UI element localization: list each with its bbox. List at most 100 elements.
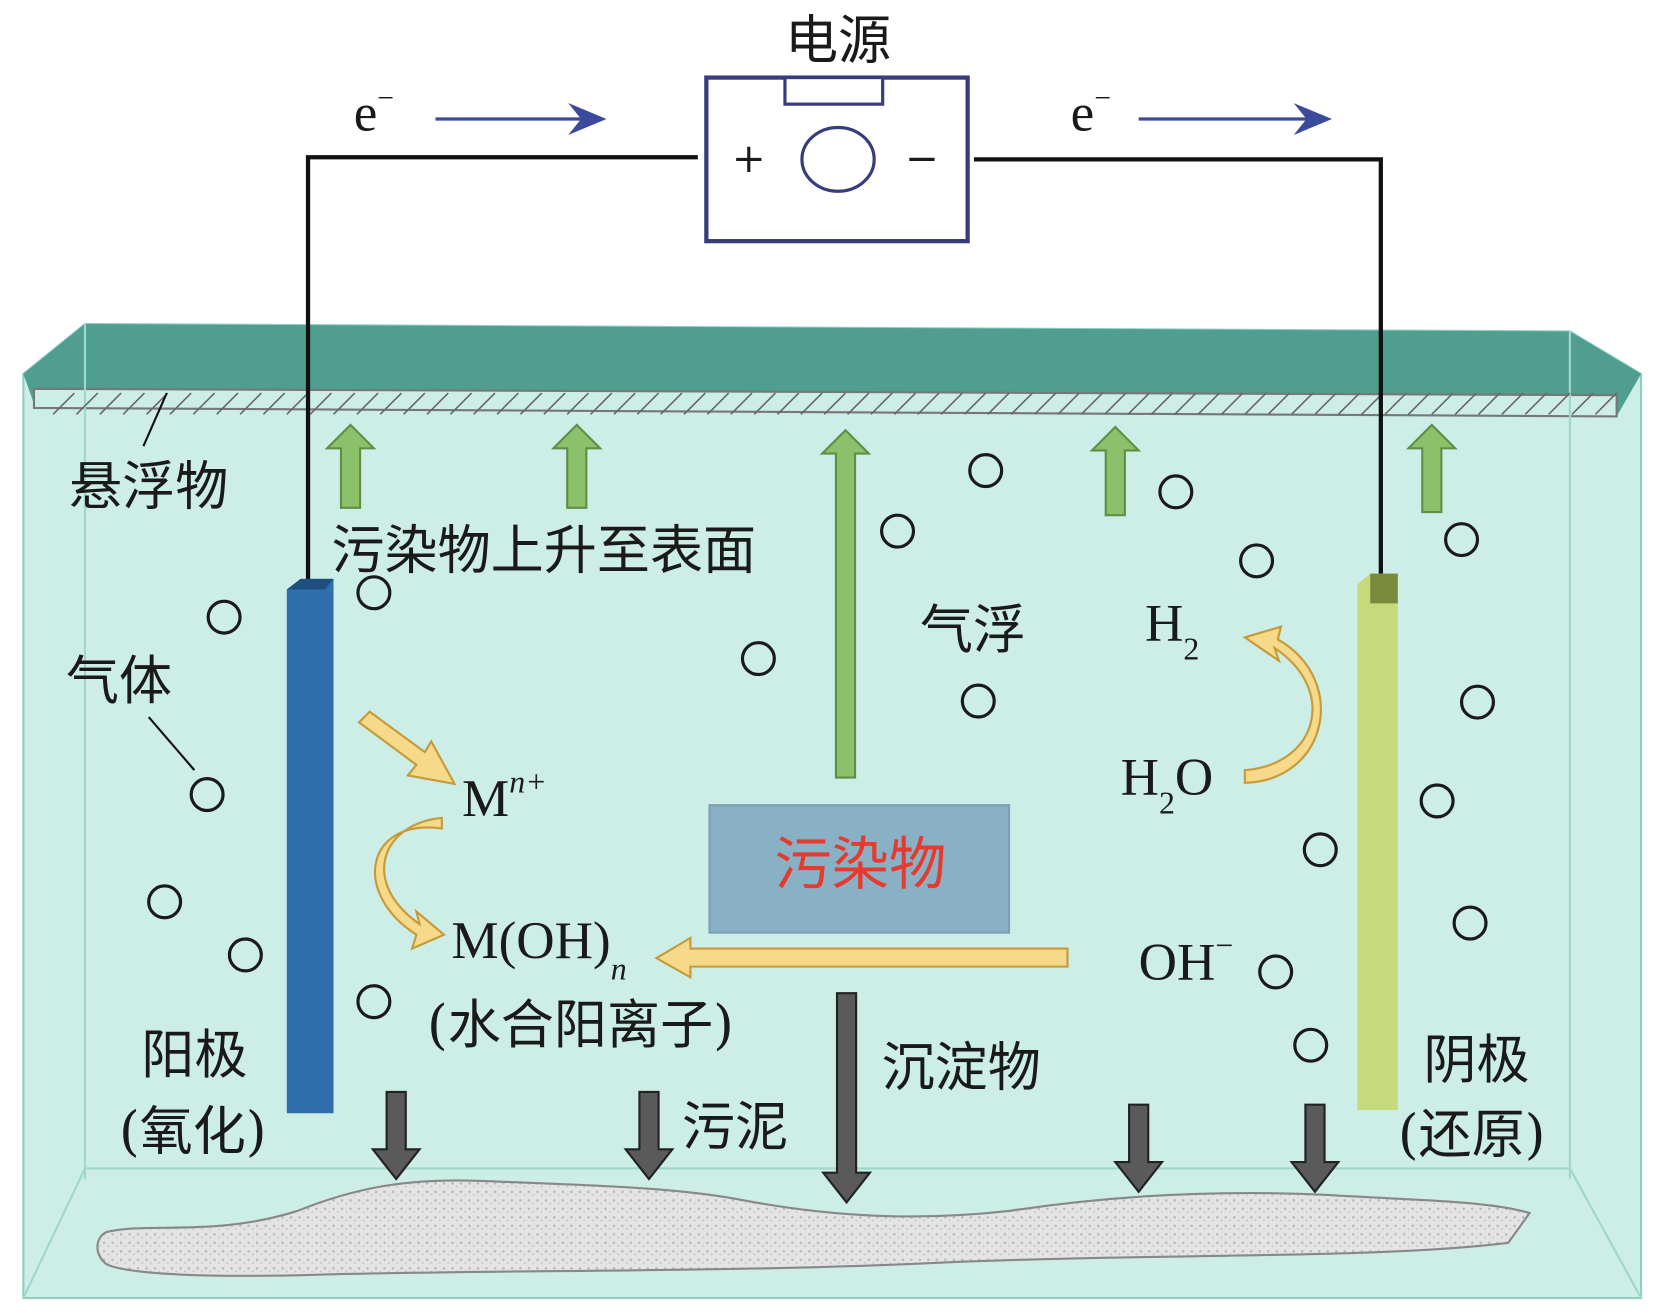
sludge-layer [96,1179,1532,1277]
gas-bubble [1452,905,1488,941]
cathode-wire [974,157,1383,606]
rising-arrow [819,428,872,779]
hatch-line [706,392,730,415]
hatch-line [426,392,449,415]
gas-bubble [1302,832,1338,868]
gas-bubble [1419,783,1455,819]
hatch-line [192,392,216,415]
gas-bubble [356,575,392,611]
cathode-label: 阴极 [1423,1029,1529,1091]
hatch-line [1477,392,1501,415]
gas-bubble [1444,522,1480,558]
rising-arrows [324,423,1458,779]
gas-bubble [880,513,916,549]
anode-label: 阳极 [141,1024,247,1086]
hatch-line [683,392,706,415]
hatch-line [1594,392,1618,415]
pollutant-box [708,804,1011,934]
power-source-label: 电源 [785,9,891,71]
hatch-line [543,392,566,415]
hatch-line [823,392,847,415]
settling-arrows [370,992,1341,1205]
sediment-label: 沉淀物 [882,1037,1041,1099]
hatch-line [1150,392,1174,415]
settling-arrow [370,1090,422,1181]
hatch-line [1337,392,1361,415]
hatch-line [1033,392,1057,415]
hatch-line [1057,392,1080,415]
hatch-line [216,392,239,415]
settling-arrow [623,1090,675,1181]
hatch-line [963,392,987,415]
gas-bubble [206,599,242,635]
anode-wire [305,155,698,606]
rising-arrow [1089,425,1142,517]
hatch-line [75,392,99,415]
hatch-line [356,392,379,415]
hatch-line [379,392,403,415]
hatch-line [566,392,590,415]
gas-label: 气体 [66,650,172,712]
gas-bubble [960,683,996,719]
hatch-line [1501,392,1524,415]
hydrogen-label: H2 [1145,595,1199,667]
hatch-line [403,392,426,415]
hatch-line [52,392,75,415]
hatch-line [449,392,473,415]
hatch-line [1220,392,1244,415]
gas-bubble [1258,954,1294,990]
hatch-line [1524,392,1548,415]
gas-bubbles [147,453,1496,1063]
hatch-line [1291,392,1314,415]
sludge-label: 污泥 [682,1096,788,1158]
hydroxide-flow-arrow [654,936,1069,980]
hatch-line [987,392,1010,415]
hatch-line [122,392,146,415]
hatch-line [1080,392,1104,415]
hatch-line [800,392,823,415]
suspended-pointer [142,392,168,447]
gas-bubble [740,641,776,677]
hatch-line [1431,392,1454,415]
hatch-line [1104,392,1127,415]
pollutant-label: 污染物 [774,831,946,898]
hatch-line [473,392,496,415]
hydrated-cation-label: (水合阳离子) [427,994,734,1056]
gas-bubble [356,984,392,1020]
hatch-line [1127,392,1150,415]
hatch-line [753,392,776,415]
hatch-line [262,392,286,415]
rising-arrow [550,423,603,509]
cathode-electrode [1357,573,1398,1111]
hatch-line [590,392,613,415]
hatch-line [1197,392,1220,415]
rising-arrow [1405,423,1458,514]
settling-arrow [821,992,873,1205]
electron-left-label: e− [354,81,394,142]
gas-bubble [1239,543,1275,579]
gas-pointer [147,716,196,771]
settling-arrow [1289,1103,1341,1194]
hatch-line [1384,392,1407,415]
anode-oxidation-label: (氧化) [119,1100,267,1162]
power-source: + − 电源 [704,9,970,244]
gas-bubble [147,884,183,920]
hatch-lines [52,392,1618,415]
settling-arrow [1113,1103,1165,1194]
metal-hydroxide-label: M(OH)n [451,912,626,986]
hatch-line [239,392,262,415]
gas-bubble [227,937,263,973]
gas-bubble [189,777,225,813]
hatch-line [847,392,870,415]
hatch-line [660,392,683,415]
hatch-line [940,392,963,415]
hatch-line [893,392,917,415]
hatch-line [519,392,543,415]
hatch-line [730,392,753,415]
hatch-line [1548,392,1571,415]
hatch-line [1244,392,1267,415]
gas-bubble [1459,684,1496,720]
gas-bubble [1158,474,1194,510]
